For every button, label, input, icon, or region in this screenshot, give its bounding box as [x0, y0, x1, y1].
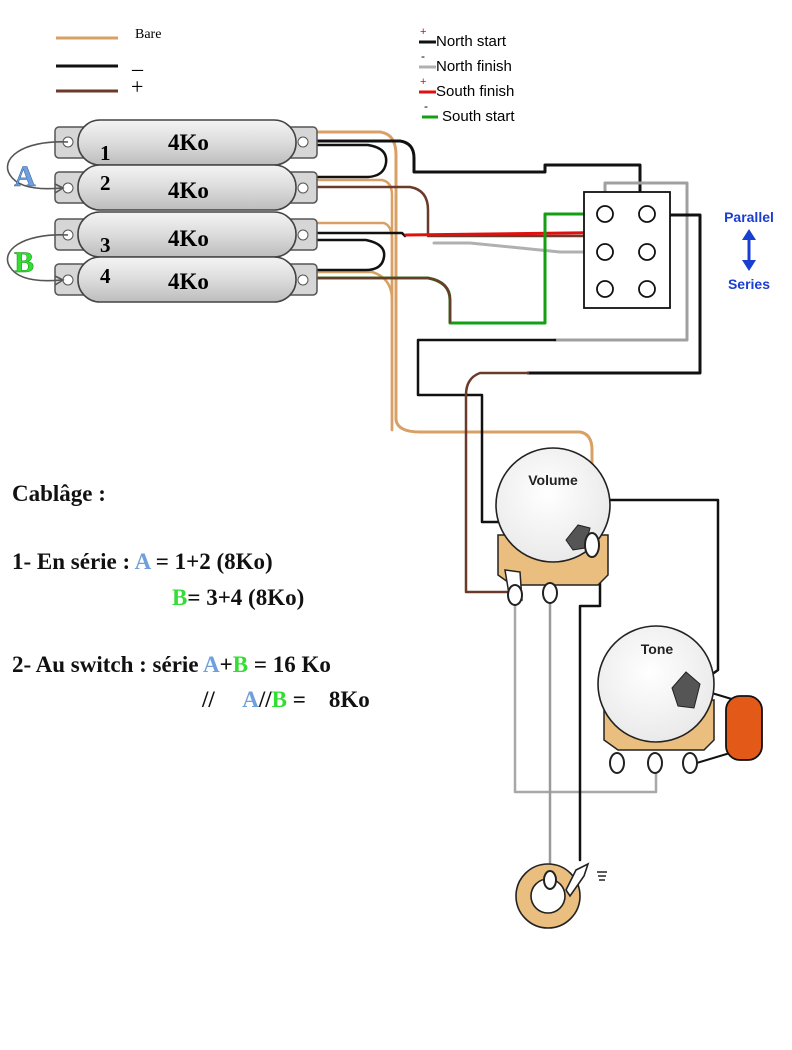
south-finish-label: South finish [436, 83, 514, 100]
volume-lug-1 [507, 584, 523, 606]
south-start-wire [316, 212, 607, 325]
ground-symbol-icon [597, 871, 607, 881]
pickup-coils: 1 2 3 4 4Ko 4Ko 4Ko 4Ko [54, 119, 318, 303]
parallel-note-b: B [271, 687, 288, 712]
coil-4-resistance: 4Ko [168, 269, 209, 294]
coil-1 [54, 119, 318, 166]
coil-3-4-jumper [316, 238, 386, 272]
coil-lead-legend: + North start - North finish + South fin… [419, 26, 515, 125]
volume-pot[interactable]: Volume [495, 447, 611, 606]
tone-pot[interactable]: Tone [597, 625, 715, 774]
tone-lug-2 [647, 752, 663, 774]
switch-parallel-label: Parallel [724, 209, 774, 225]
volume-lug-3 [584, 532, 600, 558]
bare-wire [316, 130, 594, 532]
volume-lug-2 [542, 582, 558, 604]
coil-3-resistance: 4Ko [168, 226, 209, 251]
volume-label: Volume [528, 472, 578, 488]
pair-b-arrow [6, 234, 69, 282]
coil-3 [54, 211, 318, 258]
plus-label: + [131, 74, 143, 99]
switch-note-line-2: // A//B = 8Ko [202, 687, 370, 712]
north-start-sign: + [420, 26, 426, 38]
output-jack[interactable] [515, 862, 607, 929]
coil-1-resistance: 4Ko [168, 130, 209, 155]
pair-a-arrow [6, 141, 69, 190]
coil-number-1: 1 [100, 141, 111, 165]
bare-label: Bare [135, 27, 161, 42]
north-start-label: North start [436, 33, 507, 50]
south-start-label: South start [442, 108, 515, 125]
switch-note-b: B [232, 652, 249, 677]
coil-pair-arrows [6, 141, 69, 286]
south-finish-sign: + [420, 76, 426, 88]
series-note-line-2: B= 3+4 (8Ko) [172, 585, 305, 610]
dpdt-switch[interactable] [583, 191, 671, 309]
series-note-b: B [172, 585, 188, 610]
series-note-line-1: 1- En série : A = 1+2 (8Ko) [12, 549, 273, 574]
coil-4 [54, 256, 318, 303]
coil-2 [54, 164, 318, 211]
south-start-sign: - [424, 99, 428, 113]
switch-note-line-1: 2- Au switch : série A+B = 16 Ko [12, 652, 331, 677]
coil-number-4: 4 [100, 264, 111, 288]
switch-series-label: Series [728, 276, 770, 292]
wire-color-legend: Bare _ + [56, 27, 161, 99]
tone-lug-3 [682, 752, 698, 774]
tone-lug-1 [609, 752, 625, 774]
pair-label-b: B [14, 246, 34, 279]
minus-label: _ [131, 48, 144, 73]
pair-label-a: A [14, 160, 36, 193]
coil-1-2-jumper [316, 143, 388, 179]
parallel-note-a: A [242, 687, 259, 712]
coil-2-resistance: 4Ko [168, 178, 209, 203]
switch-note-a: A [203, 652, 220, 677]
tone-label: Tone [641, 641, 674, 657]
north-finish-label: North finish [436, 58, 512, 75]
coil-number-3: 3 [100, 233, 111, 257]
north-finish-sign: - [421, 49, 425, 63]
tone-capacitor [725, 695, 763, 761]
wiring-heading: Cablâge : [12, 481, 106, 506]
switch-direction-arrow [742, 229, 756, 271]
coil-number-2: 2 [100, 171, 111, 195]
series-note-a: A [134, 549, 150, 574]
